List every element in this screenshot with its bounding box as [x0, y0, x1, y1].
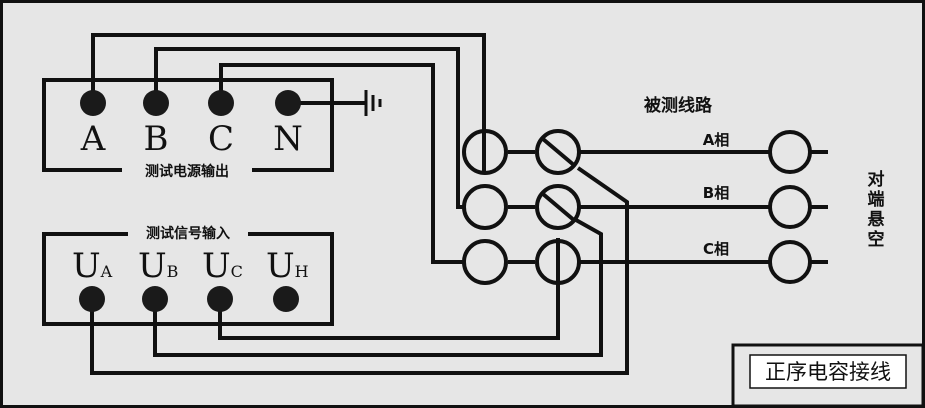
- signal-box-title-bg: [128, 224, 248, 242]
- source-box-title: 测试电源输出: [145, 163, 229, 180]
- diagram-title-box: 正序电容接线: [731, 343, 925, 408]
- source-terminal-c: [208, 90, 234, 116]
- inner-ring-b: [462, 184, 508, 230]
- signal-terminal-uh: [273, 286, 299, 312]
- source-label-a: A: [80, 119, 106, 159]
- signal-label-ub-main: U: [138, 246, 167, 286]
- phase-label-c: C相: [703, 240, 729, 258]
- signal-terminals: [79, 286, 299, 312]
- diagram-title-bg: [749, 354, 907, 389]
- signal-label-ub-sub: B: [167, 262, 179, 281]
- signal-label-uc-sub: C: [231, 262, 243, 281]
- far-end-ring-b: [768, 185, 812, 229]
- ring-pass-wires: [541, 137, 577, 283]
- signal-box-title: 测试信号输入: [146, 225, 230, 242]
- signal-label-uc: UC: [202, 246, 243, 286]
- phase-label-b: B相: [703, 184, 729, 202]
- source-box-title-bg: [122, 161, 252, 179]
- far-end-ring-c: [768, 240, 812, 284]
- far-end-label: 对 端 悬 空: [868, 169, 885, 250]
- signal-box: 测试信号输入: [42, 224, 334, 326]
- signal-label-uh-sub: H: [295, 262, 309, 281]
- far-end-char-3: 悬: [868, 210, 885, 230]
- source-label-n: N: [273, 119, 303, 159]
- far-end-char-4: 空: [868, 229, 885, 250]
- far-end-ring-a: [768, 130, 812, 174]
- signal-label-uh-main: U: [266, 246, 295, 286]
- line-under-test-title: 被测线路: [644, 95, 713, 116]
- source-terminals: [80, 90, 301, 116]
- signal-label-ua-main: U: [72, 246, 101, 286]
- source-box: 测试电源输出: [42, 78, 334, 180]
- source-terminal-b: [143, 90, 169, 116]
- wire-signal-ua: [90, 166, 629, 375]
- signal-label-uh: UH: [266, 246, 309, 286]
- signal-label-ua-sub: A: [100, 262, 113, 281]
- far-end-rings: [768, 130, 812, 284]
- inner-rings: [462, 129, 508, 285]
- signal-label-uc-main: U: [202, 246, 231, 286]
- signal-terminal-uc: [207, 286, 233, 312]
- wire-signal-ub: [153, 218, 603, 357]
- signal-label-ua: UA: [72, 246, 113, 286]
- signal-terminal-ub: [142, 286, 168, 312]
- source-label-c: C: [208, 119, 234, 159]
- wire-source-a: [91, 33, 486, 152]
- far-end-char-2: 端: [868, 189, 885, 210]
- inner-ring-c: [462, 239, 508, 285]
- wire-source-c: [219, 63, 490, 264]
- phase-label-a: A相: [703, 131, 730, 149]
- signal-terminal-ua: [79, 286, 105, 312]
- wire-signal-uc: [218, 238, 560, 340]
- source-label-b: B: [144, 119, 169, 159]
- signal-label-ub: UB: [138, 246, 178, 286]
- source-terminal-a: [80, 90, 106, 116]
- diagram-title: 正序电容接线: [765, 360, 891, 384]
- source-terminal-n: [275, 90, 301, 116]
- ground-icon: [364, 90, 382, 116]
- far-end-char-1: 对: [868, 169, 885, 190]
